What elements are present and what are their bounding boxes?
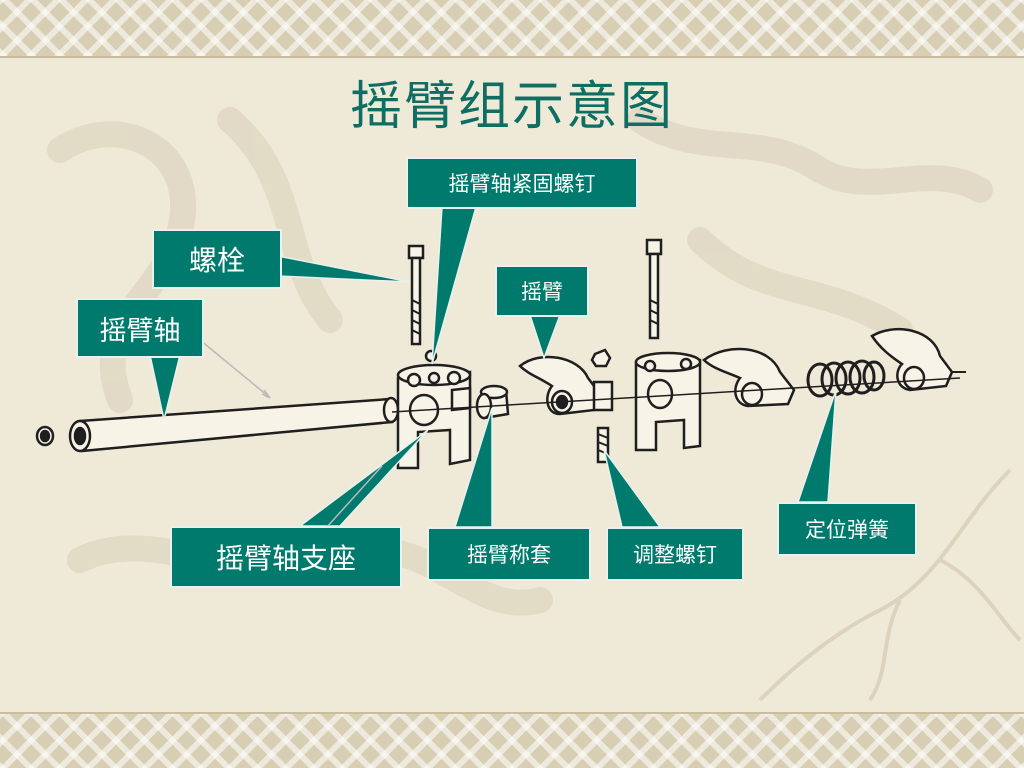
pointer-bolt xyxy=(277,255,411,283)
label-rocker-shaft-bolt-screw: 摇臂轴紧固螺钉 xyxy=(406,157,638,209)
locating-spring-drawing xyxy=(806,359,886,398)
label-rocker-shaft-support: 摇臂轴支座 xyxy=(170,526,402,588)
pointer-rocker-shaft xyxy=(149,354,181,421)
callout-pointers xyxy=(149,206,837,528)
label-rocker-bushing: 摇臂称套 xyxy=(427,527,591,581)
pointer-adjusting-screw xyxy=(603,449,662,528)
pointer-support xyxy=(297,429,429,527)
bolt-1-drawing xyxy=(407,244,438,363)
label-locating-spring: 定位弹簧 xyxy=(777,502,917,556)
label-adjusting-screw: 调整螺钉 xyxy=(606,527,744,581)
bushing-drawing xyxy=(475,384,510,420)
gray-annotation-lines xyxy=(199,339,383,529)
label-rocker-shaft: 摇臂轴 xyxy=(76,298,204,358)
rocker-shaft-drawing xyxy=(35,396,400,453)
support-2-drawing xyxy=(634,238,702,452)
rocker-arm-1-drawing xyxy=(518,348,614,416)
assembly-axis-line xyxy=(391,377,961,413)
support-1-drawing xyxy=(396,363,472,470)
rocker-arm-2-drawing xyxy=(702,347,796,408)
decorative-border-top xyxy=(0,0,1024,58)
page-title: 摇臂组示意图 xyxy=(349,77,674,137)
label-rocker-arm: 摇臂 xyxy=(495,265,589,317)
pointer-rocker-arm xyxy=(528,314,562,361)
rocker-arm-3-drawing xyxy=(870,327,966,392)
pointer-spring xyxy=(796,389,837,503)
label-bolt: 螺栓 xyxy=(152,229,282,289)
decorative-border-bottom xyxy=(0,712,1024,768)
pointer-bolt-screw xyxy=(431,206,477,365)
